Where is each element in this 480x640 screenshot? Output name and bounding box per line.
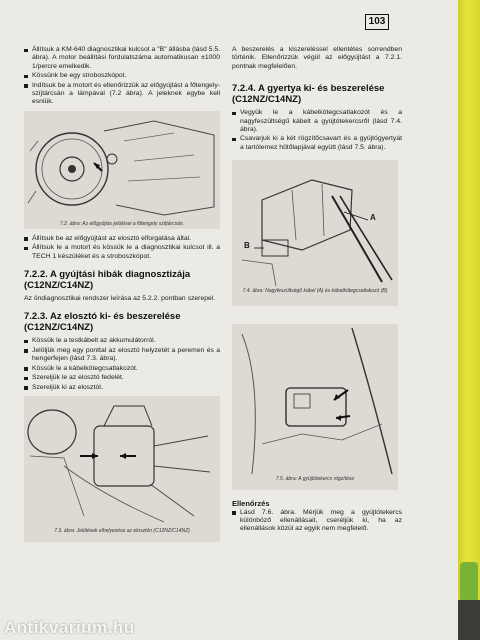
list-item: Állítsuk a KM-640 diagnosztikai kulcsot … <box>24 46 220 71</box>
page-number: 103 <box>365 14 389 30</box>
figure-label-b: B <box>244 241 250 251</box>
paragraph: Az öndiagnosztikai rendszer leírása az 5… <box>24 295 216 303</box>
list-item: Kössük le a kábelkötegcsatlakozót. <box>24 365 220 373</box>
book-page: 103 Állítsuk a KM-640 diagnosztikai kulc… <box>0 0 458 640</box>
figure-7-3: 7.3. ábra: Jelölések elhelyezése az elos… <box>24 395 220 542</box>
watermark: Antikvarium.hu <box>4 618 135 637</box>
check-bullet-list: Lásd 7.6. ábra. Mérjük meg a gyújtóteker… <box>232 509 402 534</box>
intro-bullet-list: Állítsuk a KM-640 diagnosztikai kulcsot … <box>24 46 220 107</box>
list-item: Kössünk be egy stroboszkópot. <box>24 72 220 80</box>
list-item: Állítsuk be az előgyújtást az elosztó el… <box>24 235 220 243</box>
mid-bullet-list: Állítsuk be az előgyújtást az elosztó el… <box>24 235 220 261</box>
section-heading-7-2-4: 7.2.4. A gyertya ki- és beszerelése (C12… <box>232 83 385 106</box>
list-item: Indítsuk be a motort és ellenőrizzük az … <box>24 82 220 107</box>
figure-7-4: A B 7.4. ábra: Nagyfeszültségű kábel (A)… <box>232 160 398 307</box>
coil-mounting-illustration <box>232 324 398 477</box>
list-item: Jelöljük meg egy ponttal az elosztó hely… <box>24 347 220 364</box>
list-item: Csavarjuk ki a két rögzítőcsavart és a g… <box>232 135 402 152</box>
list-item: Vegyük le a kábelkötegcsatlakozót és a n… <box>232 109 402 134</box>
figure-caption: 7.5. ábra: A gyújtótekercs rögzítése <box>275 476 355 483</box>
background-shape <box>460 562 478 602</box>
bullet-list-7-2-4: Vegyük le a kábelkötegcsatlakozót és a n… <box>232 109 402 152</box>
figure-caption: 7.4. ábra: Nagyfeszültségű kábel (A) és … <box>242 288 388 295</box>
pulley-illustration <box>24 110 220 221</box>
book-edge-strip <box>458 0 480 640</box>
paragraph: A beszerelés a kiszereléssel ellentétes … <box>232 46 402 70</box>
figure-label-a: A <box>370 213 376 223</box>
list-item: Szereljük ki az elosztót. <box>24 384 220 392</box>
distributor-illustration <box>24 395 220 528</box>
left-column: Állítsuk a KM-640 diagnosztikai kulcsot … <box>24 46 220 542</box>
list-item: Kössük le a testkábelt az akkumulátorról… <box>24 337 220 345</box>
check-title: Ellenőrzés <box>232 499 270 509</box>
section-heading-7-2-3: 7.2.3. Az elosztó ki- és beszerelése (C1… <box>24 311 181 334</box>
figure-7-5: 7.5. ábra: A gyújtótekercs rögzítése <box>232 324 398 491</box>
ignition-coil-cable-illustration <box>232 160 398 289</box>
section-heading-7-2-2: 7.2.2. A gyújtási hibák diagnosztizája (… <box>24 269 191 292</box>
bullet-list-7-2-3: Kössük le a testkábelt az akkumulátorról… <box>24 337 220 391</box>
list-item: Állítsuk le a motort és kössük le a diag… <box>24 244 220 261</box>
figure-caption: 7.3. ábra: Jelölések elhelyezése az elos… <box>54 527 190 534</box>
figure-7-2: 7.2. ábra: Az előgyújtás jelölései a főt… <box>24 110 220 229</box>
list-item: Lásd 7.6. ábra. Mérjük meg a gyújtóteker… <box>232 509 402 534</box>
background-shape <box>458 600 480 640</box>
figure-caption: 7.2. ábra: Az előgyújtás jelölései a főt… <box>59 220 185 227</box>
list-item: Szereljük le az elosztó fedelét. <box>24 374 220 382</box>
right-column: A beszerelés a kiszereléssel ellentétes … <box>232 46 402 535</box>
